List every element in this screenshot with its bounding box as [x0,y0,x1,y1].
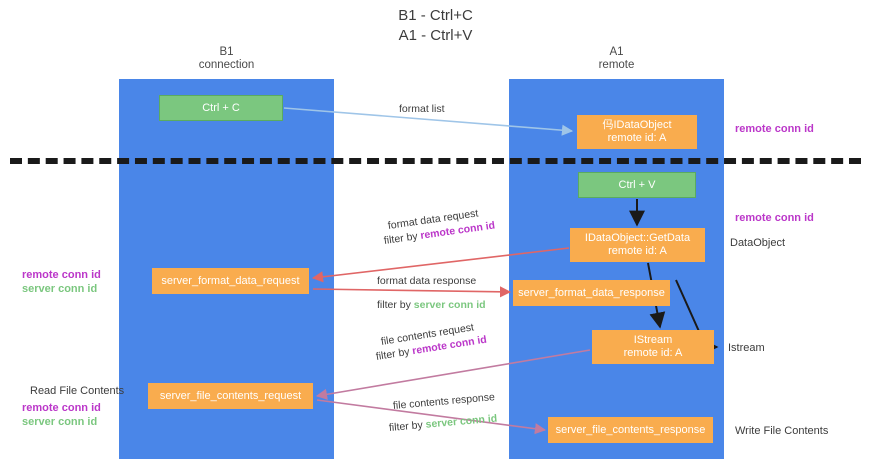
edge-file-contents-response [316,399,547,435]
filter-prefix: filter by [388,418,427,434]
edge-format-data-response [312,286,512,298]
node-ctrl-c-label: Ctrl + C [202,101,240,114]
node-ctrl-v-label: Ctrl + V [618,178,656,191]
edge-label-format-list: format list [399,103,445,115]
node-server-file-contents-request[interactable]: server_file_contents_request [148,383,313,409]
edge-format-data-request [311,247,570,283]
node-dataobject[interactable]: 㐷IDataObject remote id: A [577,115,697,149]
edge-label-format-data-response-filter: filter by server conn id [377,298,486,312]
node-istream-remote-id: remote id: A [623,347,683,359]
side-label-write-file-contents: Write File Contents [735,425,829,437]
side-label-istream: Istream [728,342,765,354]
node-server-file-contents-response-label: server_file_contents_response [555,423,706,436]
legend-remote-conn-id: remote conn id [22,402,101,414]
edge-format-list [283,107,574,136]
filter-key-server-conn-id: server conn id [413,299,486,311]
node-ctrl-c[interactable]: Ctrl + C [159,95,283,121]
legend-server-conn-id: server conn id [22,416,98,428]
node-istream-label: IStream [633,334,673,346]
node-getdata-label: IDataObject::GetData [584,232,691,244]
node-dataobject-label: 㐷IDataObject [602,119,672,131]
node-server-file-contents-response[interactable]: server_file_contents_response [548,417,713,443]
node-server-format-data-request[interactable]: server_format_data_request [152,268,309,294]
edge-file-contents-request [315,349,591,400]
phase-divider [10,158,861,164]
node-dataobject-remote-id: remote id: A [607,132,667,144]
side-label-read-file-contents: Read File Contents [30,385,125,397]
node-getdata-remote-id: remote id: A [608,245,667,257]
side-label-dataobject: DataObject [730,237,786,249]
node-ctrl-v[interactable]: Ctrl + V [578,172,696,198]
side-label-remote-conn-id-top: remote conn id [735,123,814,135]
column-header-b1: B1 connection [198,46,255,71]
column-header-a1: A1 remote [598,46,635,71]
node-getdata[interactable]: IDataObject::GetData remote id: A [570,228,705,262]
node-istream[interactable]: IStream remote id: A [592,330,714,364]
filter-prefix: filter by [377,299,414,311]
node-server-format-data-request-label: server_format_data_request [161,274,300,287]
edge-label-format-data-response: format data response [377,275,477,287]
node-server-file-contents-request-label: server_file_contents_request [159,389,302,402]
page-title: B1 - Ctrl+C A1 - Ctrl+V [398,7,473,44]
legend-server-conn-id: server conn id [22,283,98,295]
node-server-format-data-response[interactable]: server_format_data_response [513,280,670,306]
side-label-remote-conn-id-mid: remote conn id [735,212,814,224]
side-legend-upper: remote conn id server conn id [22,268,101,296]
side-legend-lower: remote conn id server conn id [22,401,101,429]
node-server-format-data-response-label: server_format_data_response [518,286,665,299]
legend-remote-conn-id: remote conn id [22,269,101,281]
